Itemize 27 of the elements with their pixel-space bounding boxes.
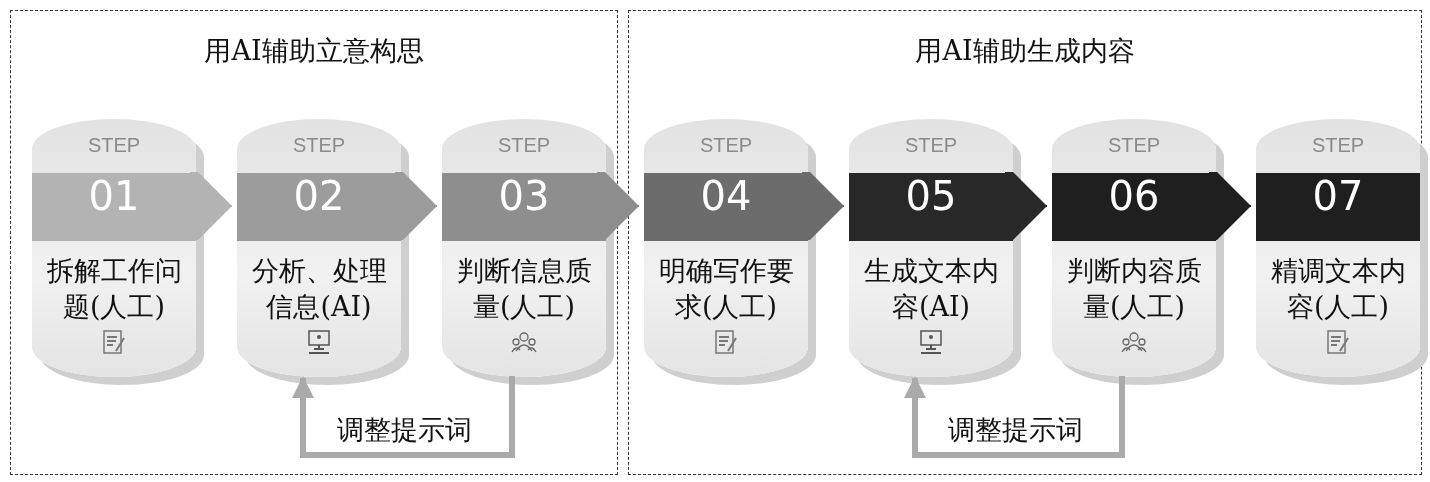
step-label: STEP [904,134,958,157]
step-number-band: 03 [442,173,606,241]
step-number-band: 07 [1256,173,1420,241]
step-label: STEP [699,134,753,157]
feedback-arrow [292,376,515,458]
step-description: 生成文本内容(AI) [862,254,1000,324]
group-frame [10,10,618,475]
step-label: STEP [292,134,346,157]
step-description: 判断信息质量(人工) [455,254,593,324]
group-title: 用AI辅助立意构思 [204,34,424,68]
step-label: STEP [1107,134,1161,157]
step-description: 判断内容质量(人工) [1065,254,1203,324]
feedback-arrow [904,376,1125,458]
step-description: 拆解工作问题(人工) [45,254,183,324]
step-number-band: 01 [32,173,196,241]
step-label: STEP [1311,134,1365,157]
group-title: 用AI辅助生成内容 [915,34,1135,68]
step-number-band: 05 [849,173,1013,241]
step-description: 精调文本内容(人工) [1269,254,1407,324]
step-number-band: 04 [644,173,808,241]
step-label: STEP [87,134,141,157]
step-description: 分析、处理信息(AI) [250,254,388,324]
step-number-band: 06 [1052,173,1216,241]
step-number-band: 02 [237,173,401,241]
step-description: 明确写作要求(人工) [657,254,795,324]
group-frame [628,10,1422,475]
step-label: STEP [497,134,551,157]
